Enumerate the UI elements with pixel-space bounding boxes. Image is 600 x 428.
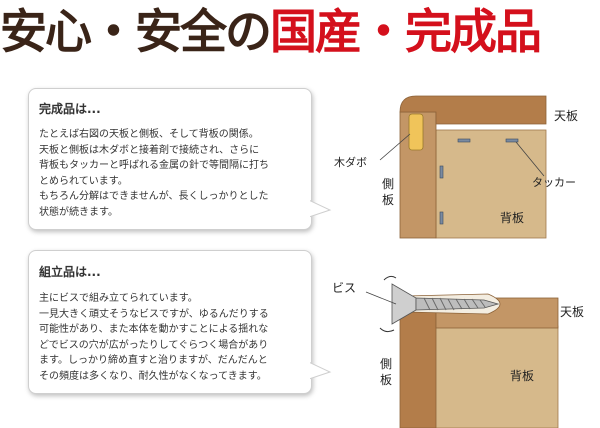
label-screw: ビス bbox=[332, 281, 356, 295]
finished-diagram: 天板 木ダボ 側 板 タッカー 背板 bbox=[334, 95, 578, 239]
assembled-bubble: 組立品は... 主にビスで組み立てられています。 一見大きく頑丈そうなビスですが… bbox=[28, 250, 312, 394]
finished-line: 天板と側板は木ダボと接着剤で接続され、さらに bbox=[39, 144, 260, 156]
assembled-line: 可能性があり、また本体を動かすことによる揺れな bbox=[39, 324, 269, 335]
finished-text: たとえば右図の天板と側板、そして背板の関係。 天板と側板は木ダボと接着剤で接続さ… bbox=[39, 127, 303, 220]
label-back-board: 背板 bbox=[500, 211, 524, 225]
label-side-1: 側 bbox=[382, 177, 394, 191]
finished-line: たとえば右図の天板と側板、そして背板の関係。 bbox=[39, 129, 259, 140]
finished-line: もちろん分解はできませんが、長くしっかりとした bbox=[39, 191, 269, 202]
side-board bbox=[399, 297, 437, 428]
assembled-line: 主にビスで組み立てられています。 bbox=[39, 293, 198, 304]
label-side-2: 板 bbox=[382, 193, 394, 207]
label-back-board: 背板 bbox=[510, 369, 534, 383]
label-top-board: 天板 bbox=[560, 305, 584, 319]
assembled-line: 一見大きく頑丈そうなビスですが、ゆるんだりする bbox=[39, 308, 269, 320]
tacker-staples bbox=[439, 138, 519, 225]
finished-line: とめられています。 bbox=[39, 175, 128, 187]
headline-part2: 国産・完成品 bbox=[270, 5, 542, 60]
finished-line: 背板もタッカーと呼ばれる金属の針で等間隔に打ち bbox=[39, 160, 269, 171]
assembled-diagram: ビス 天板 側 板 背板 bbox=[332, 275, 584, 428]
finished-bubble-tail bbox=[300, 194, 332, 224]
label-side-1: 側 bbox=[380, 357, 392, 371]
assembled-text: 主にビスで組み立てられています。 一見大きく頑丈そうなビスですが、ゆるんだりする… bbox=[39, 291, 303, 384]
finished-line: 状態が続きます。 bbox=[39, 206, 118, 218]
assembled-line: その頻度は多くなり、耐久性がなくなってきます。 bbox=[39, 370, 267, 382]
label-tacker: タッカー bbox=[532, 176, 576, 189]
screw bbox=[391, 283, 500, 325]
assembled-title: 組立品は... bbox=[39, 265, 101, 279]
top-board bbox=[399, 95, 547, 125]
back-board bbox=[435, 129, 547, 239]
headline: 安心・安全の国産・完成品 bbox=[0, 2, 600, 64]
label-top-board: 天板 bbox=[554, 109, 578, 123]
assembled-line: どでビスの穴が広がったりしてぐらつく場合があり bbox=[39, 339, 269, 351]
label-side-2: 板 bbox=[380, 373, 392, 387]
assembled-line: ます。しっかり締め直すと治りますが、だんだんと bbox=[39, 355, 268, 366]
dowel bbox=[408, 113, 424, 151]
headline-part1: 安心・安全の bbox=[0, 5, 272, 60]
label-dowel: 木ダボ bbox=[334, 155, 367, 169]
finished-title: 完成品は... bbox=[39, 102, 101, 116]
assembled-bubble-tail bbox=[300, 356, 332, 386]
finished-bubble: 完成品は... たとえば右図の天板と側板、そして背板の関係。 天板と側板は木ダボ… bbox=[28, 88, 312, 230]
